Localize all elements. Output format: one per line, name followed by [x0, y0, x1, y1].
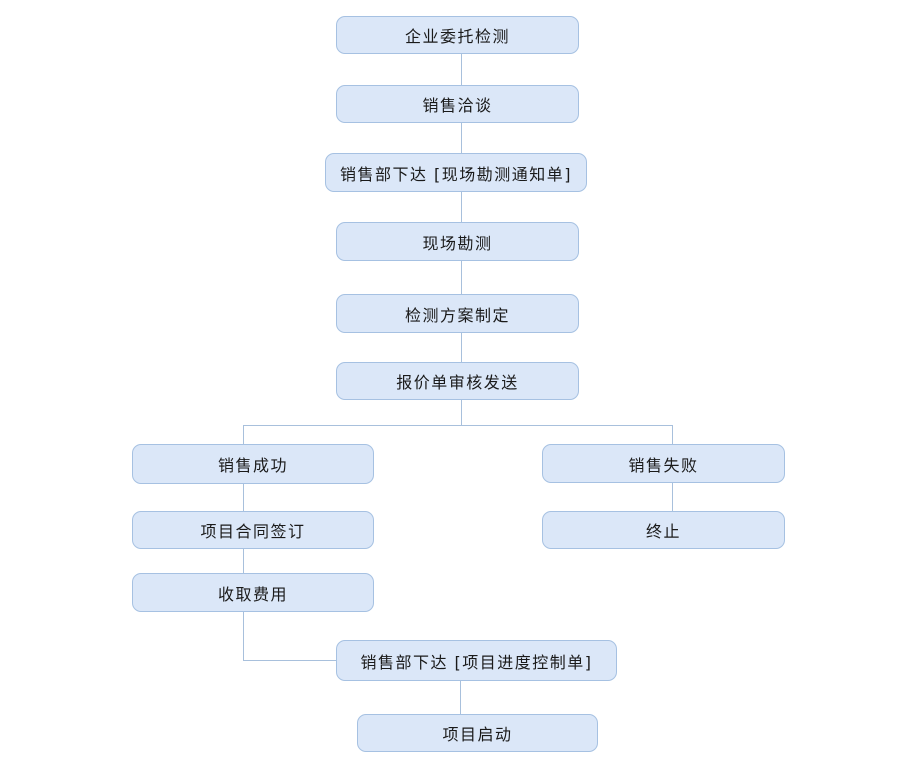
node-enterprise-commissioned-testing: 企业委托检测: [336, 16, 579, 54]
connector-failure-to-terminate: [672, 483, 673, 511]
node-site-survey: 现场勘测: [336, 222, 579, 261]
node-progress-control-sheet: 销售部下达 [项目进度控制单]: [336, 640, 617, 681]
node-quotation-review-send: 报价单审核发送: [336, 362, 579, 400]
node-site-survey-notice: 销售部下达 [现场勘测通知单]: [325, 153, 587, 192]
node-project-contract-signing: 项目合同签订: [132, 511, 374, 549]
node-sales-negotiation: 销售洽谈: [336, 85, 579, 123]
connector-control-to-launch: [460, 681, 461, 714]
connector-plan-to-quotation: [461, 333, 462, 362]
node-test-plan-formulation: 检测方案制定: [336, 294, 579, 333]
node-project-launch: 项目启动: [357, 714, 598, 752]
connector-start-to-negotiation: [461, 54, 462, 85]
connector-fee-elbow-horizontal: [243, 660, 336, 661]
node-sales-success: 销售成功: [132, 444, 374, 484]
connector-success-to-contract: [243, 484, 244, 511]
connector-notice-to-survey: [461, 192, 462, 222]
connector-fee-elbow-vertical: [243, 612, 244, 661]
node-sales-failure: 销售失败: [542, 444, 785, 483]
connector-quotation-stem: [461, 400, 462, 426]
connector-survey-to-plan: [461, 261, 462, 294]
node-terminate: 终止: [542, 511, 785, 549]
connector-branch-crossbar: [243, 425, 673, 426]
connector-contract-to-fee: [243, 549, 244, 573]
connector-branch-to-failure: [672, 425, 673, 444]
connector-negotiation-to-notice: [461, 123, 462, 153]
node-fee-collection: 收取费用: [132, 573, 374, 612]
connector-branch-to-success: [243, 425, 244, 444]
